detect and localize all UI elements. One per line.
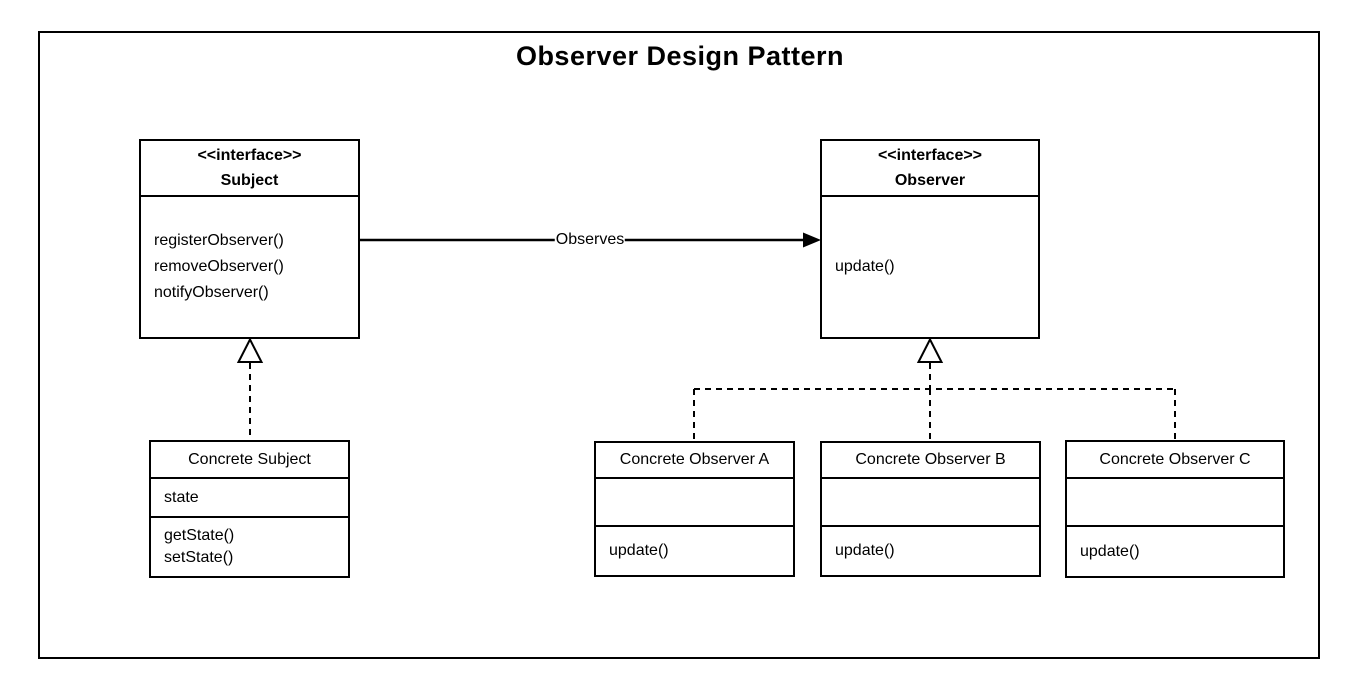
observer-methods: update() xyxy=(822,197,1038,337)
concrete-observer-b-attributes xyxy=(822,479,1039,527)
class-box-concrete-observer-b: Concrete Observer B update() xyxy=(820,441,1041,577)
class-box-observer-interface: <<interface>> Observer update() xyxy=(820,139,1040,339)
method-item: update() xyxy=(609,542,669,559)
subject-stereotype: <<interface>> xyxy=(197,147,302,164)
concrete-observer-a-name: Concrete Observer A xyxy=(596,443,793,479)
observes-relation-label: Observes xyxy=(554,231,626,249)
observer-name: Observer xyxy=(894,172,966,189)
method-item: notifyObserver() xyxy=(154,284,269,301)
method-item: update() xyxy=(835,542,895,559)
concrete-observer-c-name: Concrete Observer C xyxy=(1067,442,1283,479)
class-box-concrete-observer-c: Concrete Observer C update() xyxy=(1065,440,1285,578)
subject-methods: registerObserver() removeObserver() noti… xyxy=(141,197,358,337)
method-item: removeObserver() xyxy=(154,258,284,275)
method-item: registerObserver() xyxy=(154,232,284,249)
method-item: setState() xyxy=(164,549,234,566)
subject-name: Subject xyxy=(220,172,279,189)
concrete-subject-attributes: state xyxy=(151,479,348,518)
diagram-title: Observer Design Pattern xyxy=(515,41,845,71)
observer-stereotype: <<interface>> xyxy=(877,147,983,164)
concrete-observer-c-methods: update() xyxy=(1067,527,1283,576)
concrete-observer-a-attributes xyxy=(596,479,793,527)
method-item: getState() xyxy=(164,527,235,544)
class-box-subject-interface: <<interface>> Subject registerObserver()… xyxy=(139,139,360,339)
concrete-subject-methods: getState() setState() xyxy=(151,518,348,576)
class-box-concrete-subject: Concrete Subject state getState() setSta… xyxy=(149,440,350,578)
concrete-observer-b-methods: update() xyxy=(822,527,1039,575)
concrete-observer-b-name: Concrete Observer B xyxy=(822,443,1039,479)
method-item: update() xyxy=(1080,542,1140,560)
concrete-subject-name: Concrete Subject xyxy=(151,442,348,479)
concrete-observer-a-methods: update() xyxy=(596,527,793,575)
concrete-observer-c-attributes xyxy=(1067,479,1283,527)
method-item: update() xyxy=(835,258,895,275)
subject-header: <<interface>> Subject xyxy=(141,141,358,197)
observer-header: <<interface>> Observer xyxy=(822,141,1038,197)
attribute-item: state xyxy=(164,488,199,506)
class-box-concrete-observer-a: Concrete Observer A update() xyxy=(594,441,795,577)
